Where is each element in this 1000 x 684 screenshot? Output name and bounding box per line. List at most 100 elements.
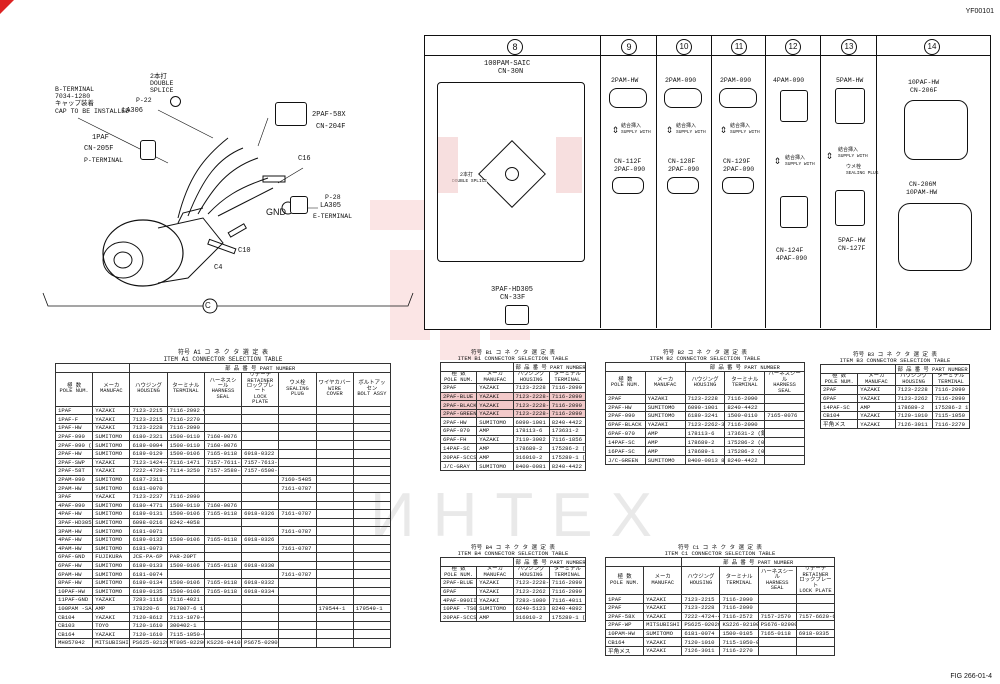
table-cell xyxy=(203,543,243,554)
table-cell xyxy=(352,534,392,545)
table-cell xyxy=(203,552,243,562)
table-cell xyxy=(278,414,317,424)
table-cell xyxy=(352,638,392,648)
table-cell: YAZAKI xyxy=(476,578,514,588)
table-cell xyxy=(352,422,392,433)
table-cell: CB103 xyxy=(54,620,94,631)
table-cell: 2PAM-HW xyxy=(54,483,94,493)
table-cell: 2PAF-090 xyxy=(605,411,646,421)
panel-divider xyxy=(600,35,601,328)
p12-b2: 4PAF-090 xyxy=(776,255,808,262)
header-blank xyxy=(54,363,131,374)
part-number-header: 部 品 番 号 PART NUMBER xyxy=(684,362,806,373)
header-blank xyxy=(440,362,514,373)
table-cell: 6918-0322 xyxy=(241,449,280,459)
conn-pterm-label: P-TERMINAL xyxy=(84,157,124,164)
table-cell: 178689-1 xyxy=(684,446,726,457)
corner-code: YF00101 xyxy=(965,8,994,15)
table-cell: CB164 xyxy=(604,637,645,647)
connector-p14-top-icon xyxy=(904,100,968,160)
table-cell: 6240-5123 xyxy=(512,603,550,614)
table-cell: SUMITOMO xyxy=(92,577,131,588)
table-cell: 6180-4771 xyxy=(129,500,168,511)
p13-jp2: ウメ栓 xyxy=(846,164,862,170)
table-cell xyxy=(352,595,392,605)
panel-10-number: 10 xyxy=(676,39,692,55)
column-header: ターミナル TERMINAL xyxy=(719,566,759,596)
p8-title1: 100PAM-SAIC xyxy=(484,60,531,68)
column-header: ボルトアッセン BOLT ASSY xyxy=(352,372,392,407)
table-cell: 1500-0106 xyxy=(166,560,205,571)
table-cell: SUMITOMO xyxy=(92,449,131,459)
table-cell xyxy=(315,577,354,588)
table-cell: 7161-0787 xyxy=(278,569,317,579)
table-cell: 4PAF-090II xyxy=(439,595,478,605)
table-b2-title1: 符号 B2 コ ネ ク タ 選 定 表 xyxy=(663,349,747,356)
table-cell xyxy=(278,491,317,502)
table-cell: 1500-0106 1500-0133 xyxy=(166,509,205,519)
p8-double-splice-jp: 2本打 xyxy=(460,172,474,179)
table-cell: 300402-1 xyxy=(166,620,205,631)
column-header: メーカ MANUFAC xyxy=(476,566,514,580)
table-cell: 1PAF-HW xyxy=(54,422,94,433)
table-cell xyxy=(764,455,805,465)
table-cell xyxy=(278,457,317,468)
table-b4-title2: ITEM B4 CONNECTOR SELECTION TABLE xyxy=(457,550,569,558)
part-number-header: 部 品 番 号 PART NUMBER xyxy=(894,364,970,375)
p8-double-splice-en: DOUBLE SPLICE xyxy=(452,179,488,185)
table-cell: 3PAF xyxy=(54,491,94,502)
table-cell: 11PAF-GND xyxy=(54,595,94,605)
p14-top1: 10PAF-HW xyxy=(908,79,940,86)
p14-mid1: CN-206M xyxy=(909,181,937,188)
p11-b2: 2PAF-090 xyxy=(723,166,755,173)
table-cell: 7160-0076 xyxy=(203,431,243,441)
p10-arrow: ⇕ xyxy=(666,123,674,137)
table-cell: 6189-0094 xyxy=(129,440,168,450)
table-cell: YAZAKI xyxy=(92,414,131,424)
table-cell xyxy=(315,569,354,579)
table-cell: 179549-1 xyxy=(352,603,392,614)
table-cell xyxy=(241,483,280,493)
table-cell: 8240-4422 xyxy=(548,461,587,471)
p14-top2: CN-206F xyxy=(910,87,938,94)
table-cell xyxy=(278,577,317,588)
fig-label: FIG 266-01-4 xyxy=(950,673,992,680)
p13-en: SUPPLY WITH xyxy=(838,154,868,159)
connector-p9-bottom-icon xyxy=(612,177,644,194)
p9-jp: 結合挿入 xyxy=(621,123,642,129)
table-cell: SUMITOMO xyxy=(92,474,131,485)
table-cell: 178220-6 xyxy=(129,603,168,614)
table-cell: 2PAF-090 (黒色) xyxy=(54,440,94,450)
panel-9-number: 9 xyxy=(621,39,637,55)
p11-top: 2PAM-090 xyxy=(720,77,752,84)
table-cell xyxy=(278,595,317,605)
table-cell: 2PAF-HW xyxy=(605,402,646,413)
table-cell: 7116-2090 xyxy=(719,602,759,613)
table-cell: 7161-0787 xyxy=(278,483,317,493)
table-cell: 8240-4892 xyxy=(548,603,587,614)
table-cell: 1500-0110 xyxy=(166,431,205,441)
table-cell: 7116-2090 xyxy=(166,422,205,433)
la305-label: LA305 xyxy=(320,202,342,210)
table-cell: SUMITOMO xyxy=(92,560,131,571)
table-cell: YAZAKI xyxy=(476,595,514,605)
table-cell: 7157-7611-80 xyxy=(203,457,243,468)
column-header: ハーネスシール HARNESS SEAL xyxy=(764,371,805,395)
gnd-label: GND xyxy=(266,207,286,217)
table-cell: 14PAF-SC xyxy=(819,402,859,412)
table-cell: 8242-4058 xyxy=(166,517,205,528)
table-cell: 316010-2 xyxy=(512,612,550,623)
table-cell xyxy=(352,629,392,640)
